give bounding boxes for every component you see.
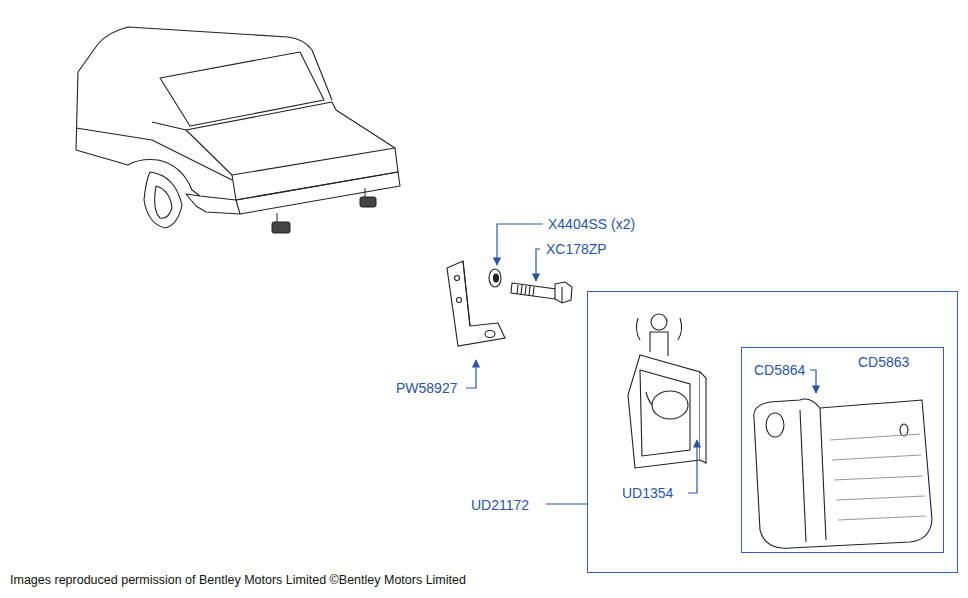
leader-lines — [466, 224, 816, 504]
lamp-housing-drawing — [628, 314, 706, 468]
lamp-small — [272, 188, 376, 233]
lens — [754, 399, 932, 548]
bumper-corner — [186, 194, 240, 214]
bracket-hole — [455, 276, 460, 281]
mount-wire — [636, 318, 681, 340]
part-number: X4404SS (x2) — [548, 216, 635, 232]
rear-bumper — [236, 172, 400, 214]
bolt-head-edge — [561, 287, 562, 303]
lamp-stem — [277, 213, 278, 222]
washer-drawing — [489, 269, 501, 287]
rear-panel — [232, 148, 398, 200]
bracket-hole — [457, 298, 462, 303]
boot-lid — [186, 110, 395, 175]
leader-line — [466, 360, 476, 388]
lamp-stem — [365, 188, 366, 197]
lamp-housing-inner — [640, 370, 690, 456]
lens-edge — [800, 408, 826, 542]
wheel — [144, 172, 182, 228]
part-number: CD5864 — [754, 362, 805, 378]
bolt-thread — [517, 285, 534, 296]
lamp-housing-side — [700, 372, 706, 463]
bracket-hole — [485, 331, 495, 338]
credit-note: Images reproduced permission of Bentley … — [10, 572, 466, 588]
part-number: UD21172 — [471, 497, 529, 513]
lamp-left — [272, 222, 290, 233]
bolt-head — [555, 282, 572, 303]
part-group-box: UD21172CD5863 — [587, 291, 958, 573]
car-roof — [78, 27, 332, 100]
lamp-right — [360, 197, 376, 207]
car-side — [76, 72, 128, 165]
leader-line — [546, 503, 587, 504]
window-sill — [152, 102, 336, 130]
part-number: CD5863 — [858, 354, 909, 370]
lens-clip-hole — [766, 413, 784, 437]
body-line — [76, 128, 232, 180]
bracket-edge — [463, 261, 470, 326]
part-number: PW58927 — [396, 380, 457, 396]
bracket-drawing — [447, 261, 505, 346]
bulb-contact — [646, 392, 652, 405]
car-drawing — [76, 27, 400, 228]
wheel-hub — [155, 186, 172, 218]
lamp-housing — [628, 355, 700, 468]
rear-window — [160, 52, 324, 126]
bulb — [652, 391, 688, 419]
washer-hole — [494, 274, 499, 282]
bracket — [447, 261, 505, 346]
part-number: XC178ZP — [546, 241, 607, 257]
lens-screw-hole — [900, 424, 908, 436]
washer — [489, 269, 501, 287]
bolt-drawing — [511, 282, 572, 303]
lens-ribs — [830, 434, 926, 520]
mount-nut — [651, 314, 667, 330]
lens-drawing — [754, 399, 932, 548]
leader-line — [810, 370, 816, 393]
leader-line — [536, 249, 540, 281]
bolt-shaft — [511, 283, 556, 299]
lamp-mount — [650, 332, 668, 356]
leader-line — [688, 440, 697, 493]
part-number: UD1354 — [622, 485, 673, 501]
